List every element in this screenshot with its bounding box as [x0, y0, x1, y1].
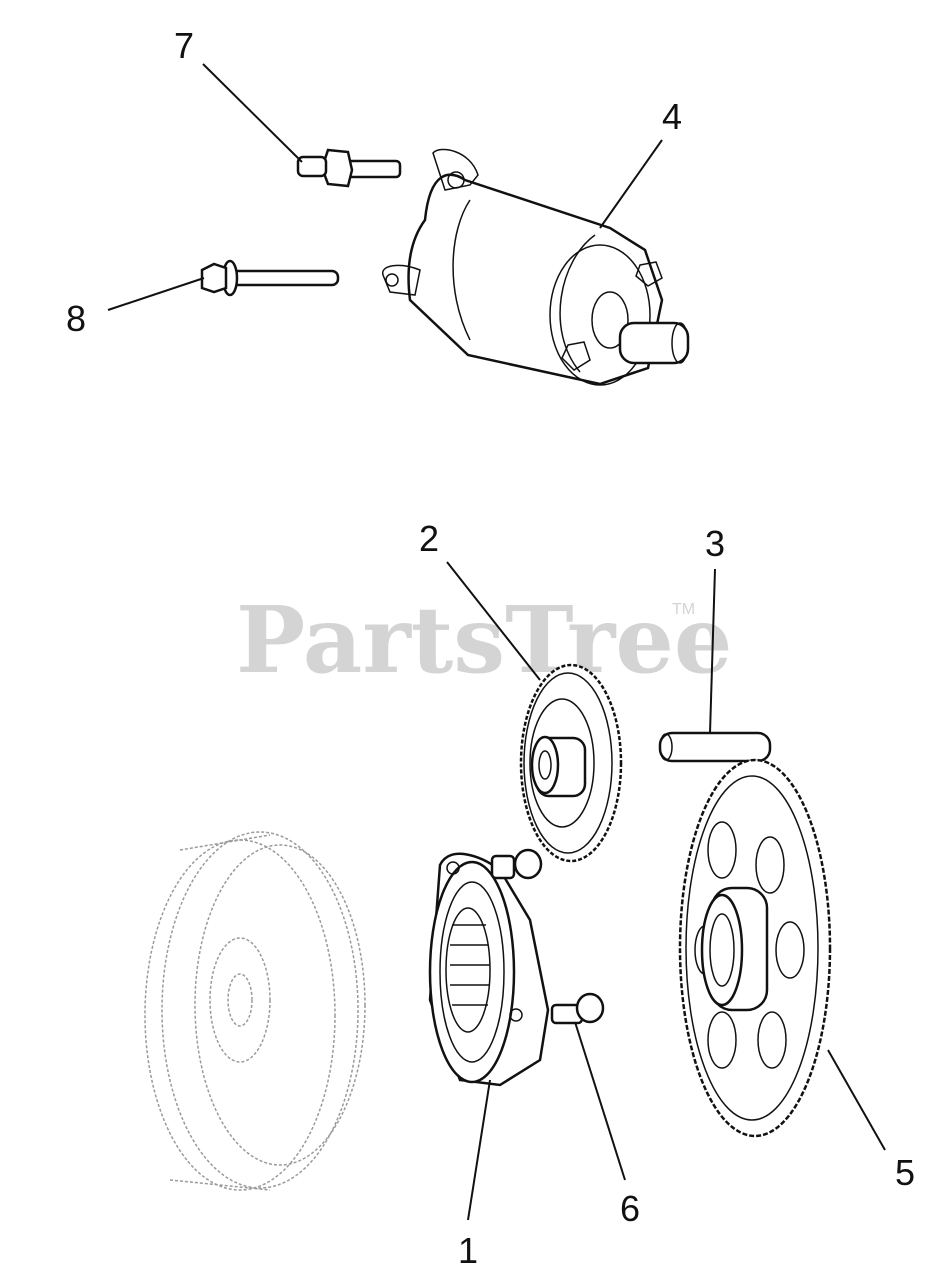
callout-8: 8 — [66, 298, 86, 339]
part-6-screw-lower[interactable] — [550, 992, 605, 1025]
part-6-screw-upper[interactable] — [490, 848, 543, 880]
part-8-bolt[interactable] — [200, 259, 340, 297]
part-2-idler-gear[interactable] — [519, 663, 623, 863]
leader-line-5 — [827, 1049, 886, 1151]
part-5-large-gear[interactable] — [678, 758, 832, 1138]
part-4-starter-motor[interactable] — [382, 148, 690, 386]
flywheel — [144, 831, 366, 1191]
leader-line-3 — [709, 568, 716, 734]
callout-6: 6 — [620, 1188, 640, 1229]
leader-line-2 — [446, 561, 541, 681]
callout-1: 1 — [458, 1230, 478, 1271]
part-1-clutch[interactable] — [428, 852, 550, 1087]
callout-4: 4 — [662, 96, 682, 137]
leader-line-4 — [599, 139, 663, 229]
callout-7: 7 — [174, 25, 194, 66]
part-7-bolt[interactable] — [296, 148, 402, 188]
leader-line-6 — [574, 1021, 626, 1181]
callout-3: 3 — [705, 523, 725, 564]
callout-5: 5 — [895, 1152, 915, 1193]
part-3-pin[interactable] — [658, 731, 772, 763]
leader-line-1 — [467, 1079, 491, 1221]
watermark-trademark: TM — [672, 601, 695, 618]
callout-2: 2 — [419, 518, 439, 559]
watermark-brand: PartsTree — [236, 586, 732, 694]
leader-line-8 — [107, 277, 205, 311]
leader-line-7 — [202, 63, 303, 163]
